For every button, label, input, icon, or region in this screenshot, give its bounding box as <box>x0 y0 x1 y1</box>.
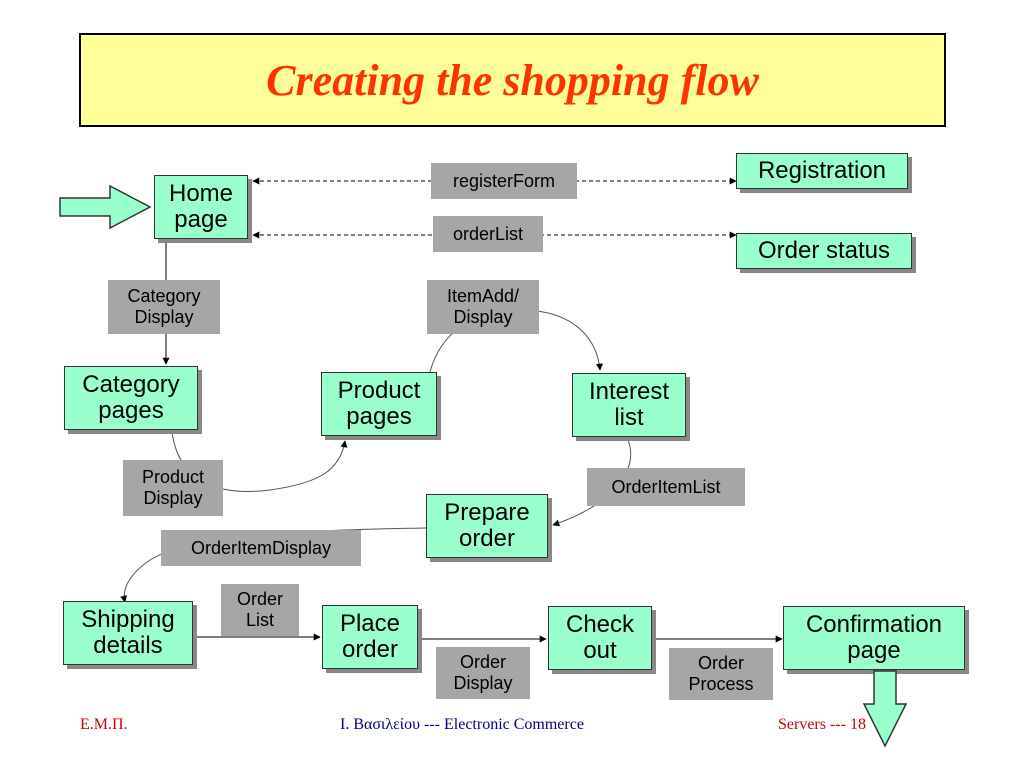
label-order-display: Order Display <box>436 647 530 699</box>
node-registration: Registration <box>736 153 908 189</box>
title-box: Creating the shopping flow <box>79 33 946 127</box>
node-category-pages: Category pages <box>64 366 198 430</box>
label-register-form: registerForm <box>431 163 577 199</box>
node-prepare-order: Prepare order <box>426 494 548 558</box>
label-category-display: Category Display <box>108 280 220 334</box>
node-place-order: Place order <box>322 605 418 669</box>
node-shipping-details: Shipping details <box>63 601 193 665</box>
node-order-status: Order status <box>736 233 912 269</box>
label-order-process: Order Process <box>669 648 773 700</box>
node-product-pages: Product pages <box>321 372 437 436</box>
label-product-display: Product Display <box>123 460 223 516</box>
footer-right: Servers --- 18 <box>778 716 866 733</box>
node-confirmation-page: Confirmation page <box>783 606 965 670</box>
slide-title: Creating the shopping flow <box>266 55 759 105</box>
label-order-item-display: OrderItemDisplay <box>161 530 361 566</box>
footer-left: Ε.Μ.Π. <box>80 716 128 733</box>
node-home-page: Home page <box>154 175 248 239</box>
node-interest-list: Interest list <box>572 373 686 437</box>
exit-arrow-icon <box>862 670 908 748</box>
label-order-item-list: OrderItemList <box>587 468 745 506</box>
label-order-list-2: Order List <box>221 584 299 636</box>
label-itemadd-display: ItemAdd/ Display <box>427 280 539 334</box>
node-check-out: Check out <box>548 606 652 670</box>
label-order-list: orderList <box>433 216 543 252</box>
entry-arrow-icon <box>59 184 152 230</box>
footer-center: Ι. Βασιλείου --- Electronic Commerce <box>340 716 584 733</box>
